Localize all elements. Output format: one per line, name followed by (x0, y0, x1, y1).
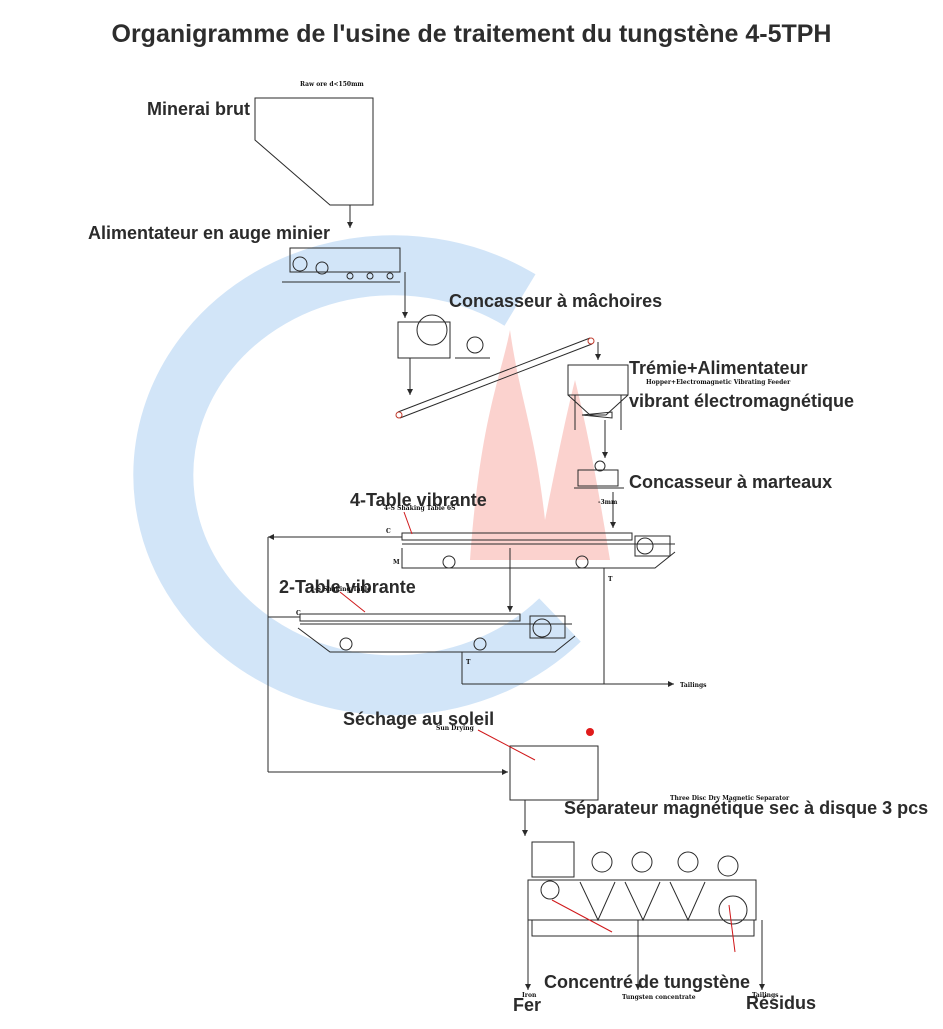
stream-t-lower: T (466, 659, 471, 666)
note-raw-ore-size: Raw ore d<150mm (300, 81, 364, 88)
jaw-crusher (397, 314, 490, 395)
shaking-table-4 (268, 532, 676, 684)
raw-ore-hopper (254, 97, 374, 228)
label-jaw-crusher: Concasseur à mâchoires (449, 291, 663, 311)
note-hopper-en: Hopper+Electromagnetic Vibrating Feeder (646, 379, 791, 386)
label-raw-ore: Minerai brut (147, 99, 251, 119)
belt-conveyor (395, 337, 601, 419)
hammer-crusher (574, 460, 624, 528)
page-title: Organigramme de l'usine de traitement du… (111, 20, 832, 48)
stream-c-lower: C (296, 610, 301, 617)
label-tungsten-concentrate: Concentré de tungstène (544, 972, 751, 992)
label-iron: Fer (513, 995, 542, 1015)
note-magnetic-en: Three Disc Dry Magnetic Separator (670, 795, 790, 802)
watermark-logo (133, 235, 610, 716)
leader-lines (339, 511, 736, 953)
sun-drying-area (509, 745, 599, 836)
stream-m-upper: M (393, 559, 400, 566)
label-sun-drying: Séchage au soleil (343, 709, 495, 729)
label-hopper-line1: Trémie+Alimentateur (629, 358, 808, 378)
label-magnetic-separator: Séparateur magnétique sec à disque 3 pcs (564, 798, 929, 818)
concentrate-return-line (267, 537, 508, 775)
label-residues: Résidus (746, 993, 817, 1013)
note-sun-drying-en: Sun Drying (436, 725, 474, 732)
note-tungsten-en: Tungsten concentrate (622, 994, 696, 1001)
label-table-2: 2-Table vibrante (279, 577, 416, 597)
shaking-table-2 (268, 613, 674, 687)
label-hopper-line2: vibrant électromagnétique (629, 391, 855, 411)
trough-feeder (282, 247, 408, 318)
note-size-mm: -3mm (598, 499, 618, 506)
note-tailings-en: Tailings (752, 992, 779, 999)
hopper-vibrating-feeder (567, 364, 629, 458)
stream-c-upper: C (386, 528, 391, 535)
magnetic-separator (525, 841, 765, 990)
note-table4-en: 4-S Shaking Table 6S (384, 505, 456, 512)
label-hammer-crusher: Concasseur à marteaux (629, 472, 833, 492)
stream-t-upper: T (608, 576, 613, 583)
note-tailings: Tailings (680, 682, 707, 689)
label-table-4: 4-Table vibrante (350, 490, 487, 510)
note-table2-en: 2-S Shaking Table (310, 586, 371, 593)
note-iron-en: Iron (522, 992, 537, 999)
label-trough-feeder: Alimentateur en auge minier (88, 223, 331, 243)
marker-dot (586, 728, 594, 736)
